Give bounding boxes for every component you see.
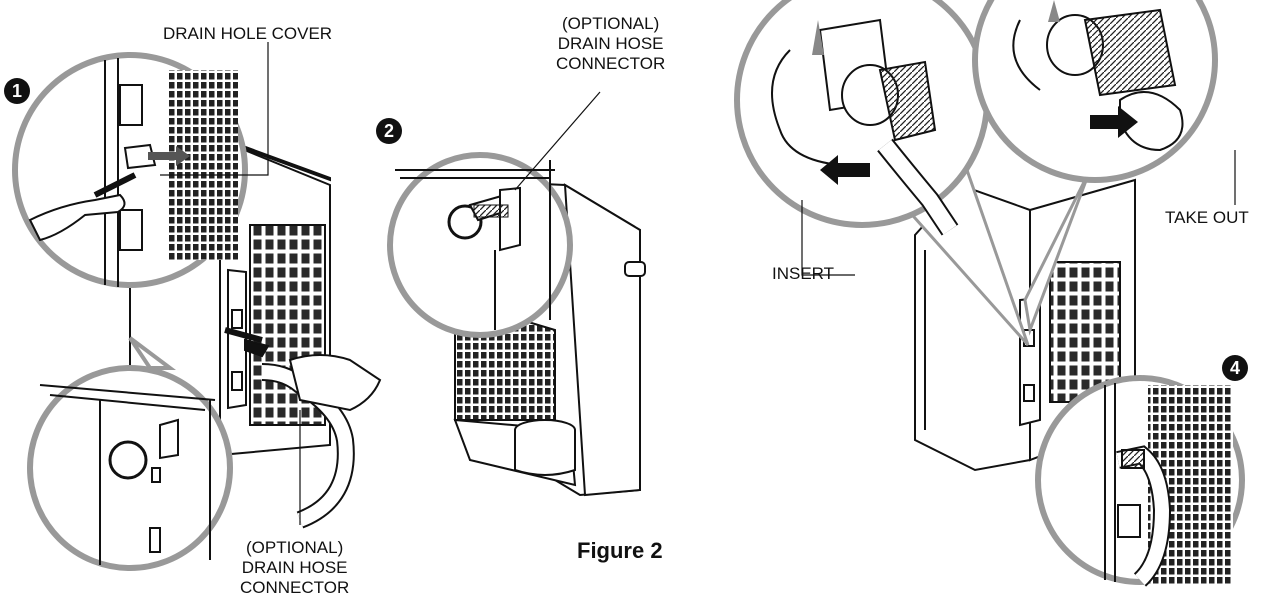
label-insert-text: INSERT (772, 264, 835, 283)
step-4-badge: 4 (1222, 355, 1248, 381)
leader-optional-connector-top (514, 91, 601, 191)
magnifier-step-1-bottom (27, 336, 233, 571)
magnifier-step-2 (387, 152, 573, 338)
magnifier-take-out (972, 0, 1218, 183)
step-1-badge: 1 (4, 78, 30, 104)
label-take-out-text: TAKE OUT (1165, 208, 1249, 227)
label-optional-connector-top: (OPTIONAL) DRAIN HOSE CONNECTOR (556, 14, 665, 74)
label-line-1: (OPTIONAL) (561, 14, 660, 33)
label-line-3: CONNECTOR (240, 578, 350, 597)
label-take-out: TAKE OUT (1165, 208, 1249, 228)
leader-insert (801, 200, 855, 276)
label-line-1: (OPTIONAL) (245, 538, 344, 557)
label-insert: INSERT (772, 264, 834, 284)
label-line-2: DRAIN HOSE (241, 558, 348, 577)
magnifier-step-1-top (12, 52, 248, 288)
label-drain-hole-cover-text: DRAIN HOLE COVER (163, 24, 333, 43)
hose-step-1 (224, 327, 382, 529)
magnifier-step-4 (1035, 375, 1245, 587)
leader-drain-hole-cover (160, 42, 269, 176)
step-2-badge: 2 (376, 118, 402, 144)
label-line-2: DRAIN HOSE (557, 34, 664, 53)
figure-caption: Figure 2 (577, 538, 663, 563)
label-drain-hole-cover: DRAIN HOLE COVER (163, 24, 332, 44)
label-line-3: CONNECTOR (556, 54, 666, 73)
label-optional-connector-bottom: (OPTIONAL) DRAIN HOSE CONNECTOR (240, 538, 349, 598)
